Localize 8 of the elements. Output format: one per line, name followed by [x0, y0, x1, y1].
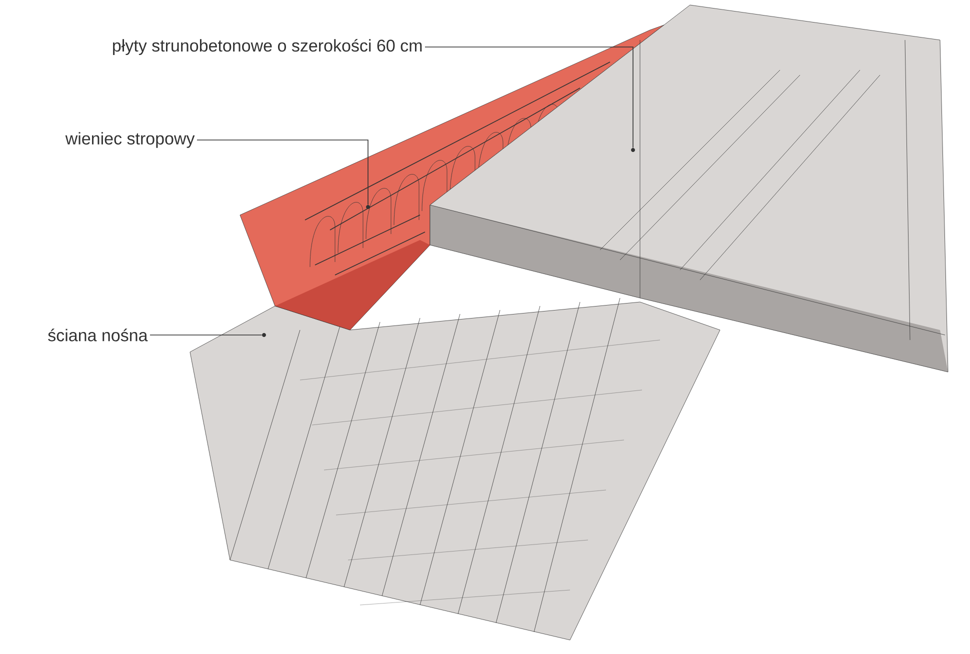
wall-drawing: [190, 298, 720, 640]
leader-line: [424, 46, 634, 148]
label-text: płyty strunobetonowe o szerokości 60 cm: [113, 38, 422, 56]
label-text: ściana nośna: [48, 328, 148, 342]
leader-line: [150, 334, 262, 336]
leader-line: [196, 140, 368, 206]
slab-drawing: [430, 4, 948, 372]
label-text: wieniec stropowy: [65, 132, 195, 148]
